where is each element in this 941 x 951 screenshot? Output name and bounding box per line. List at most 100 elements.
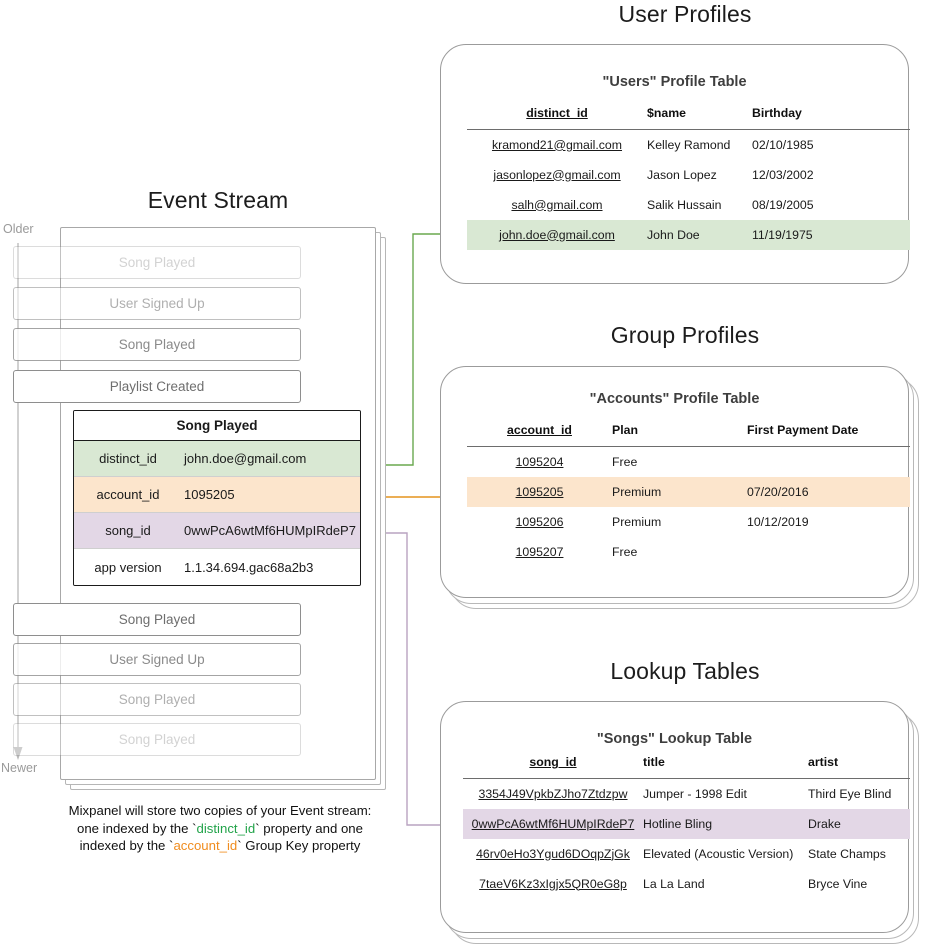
- songs-col-header-1: title: [643, 755, 808, 779]
- table-row-highlighted[interactable]: john.doe@gmail.com John Doe 11/19/1975: [467, 219, 910, 250]
- caption-distinct-id-token: distinct_id: [196, 820, 256, 836]
- event-label: User Signed Up: [109, 652, 205, 667]
- songs-cell-title: La La Land: [643, 876, 705, 891]
- users-cell-name: Salik Hussain: [647, 197, 722, 212]
- songs-cell-artist: Drake: [808, 808, 910, 839]
- accounts-cell-account-id: 1095206: [515, 514, 564, 529]
- accounts-cell-account-id: 1095207: [515, 544, 564, 559]
- users-cell-birthday: 08/19/2005: [752, 197, 814, 212]
- users-cell-birthday: 11/19/1975: [752, 219, 910, 250]
- lookup-tables-title: Lookup Tables: [610, 658, 760, 684]
- timeline-newer-label: Newer: [1, 761, 38, 775]
- table-row[interactable]: 46rv0eHo3Ygud6DOqpZjGk Elevated (Acousti…: [463, 839, 910, 869]
- event-property-row: account_id 1095205: [74, 477, 360, 513]
- songs-table: song_id title artist 3354J49VpkbZJho7Ztd…: [463, 755, 910, 899]
- table-row[interactable]: 1095207 Free: [467, 537, 910, 567]
- event-label: Song Played: [118, 612, 196, 627]
- accounts-cell-first-payment: [747, 447, 910, 477]
- accounts-cell-plan: Free: [612, 544, 638, 559]
- event-item[interactable]: Song Played: [13, 246, 301, 279]
- expanded-event-name: Song Played: [74, 411, 360, 441]
- songs-cell-song-id: 46rv0eHo3Ygud6DOqpZjGk: [476, 846, 630, 861]
- accounts-table: account_id Plan First Payment Date 10952…: [467, 423, 910, 567]
- songs-cell-title: Elevated (Acoustic Version): [643, 846, 794, 861]
- event-label: Song Played: [118, 692, 196, 707]
- accounts-cell-first-payment: 07/20/2016: [747, 476, 910, 507]
- group-profiles-title: Group Profiles: [610, 322, 760, 348]
- event-item[interactable]: Song Played: [13, 603, 301, 636]
- accounts-table-title: "Accounts" Profile Table: [589, 391, 760, 407]
- accounts-col-header-0: account_id: [467, 423, 612, 447]
- event-stream-title: Event Stream: [147, 187, 289, 213]
- accounts-cell-first-payment: 10/12/2019: [747, 514, 809, 529]
- event-item[interactable]: User Signed Up: [13, 287, 301, 320]
- table-header-row: song_id title artist: [463, 755, 910, 779]
- users-cell-distinct-id: john.doe@gmail.com: [467, 219, 647, 250]
- event-property-row: distinct_id john.doe@gmail.com: [74, 441, 360, 477]
- users-table-title: "Users" Profile Table: [602, 74, 747, 90]
- event-item[interactable]: User Signed Up: [13, 643, 301, 676]
- caption-text: Mixpanel will store two copies of your E…: [40, 802, 400, 855]
- event-item[interactable]: Playlist Created: [13, 370, 301, 403]
- users-cell-name: Jason Lopez: [647, 167, 717, 182]
- accounts-cell-plan: Premium: [612, 514, 662, 529]
- table-row[interactable]: kramond21@gmail.com Kelley Ramond 02/10/…: [467, 130, 910, 160]
- table-header-row: account_id Plan First Payment Date: [467, 423, 910, 447]
- event-property-row: app version 1.1.34.694.gac68a2b3: [74, 549, 360, 585]
- event-property-value: 1095205: [184, 487, 235, 502]
- songs-cell-artist: State Champs: [808, 846, 886, 861]
- caption-line3-pre: indexed by the `: [79, 838, 174, 853]
- users-cell-birthday: 12/03/2002: [752, 167, 814, 182]
- table-row-highlighted[interactable]: 0wwPcA6wtMf6HUMpIRdeP7 Hotline Bling Dra…: [463, 808, 910, 839]
- accounts-cell-plan: Free: [612, 454, 638, 469]
- songs-cell-title: Jumper - 1998 Edit: [643, 786, 747, 801]
- table-row[interactable]: jasonlopez@gmail.com Jason Lopez 12/03/2…: [467, 160, 910, 190]
- accounts-col-header-1: Plan: [612, 423, 747, 447]
- event-label: Song Played: [118, 255, 196, 270]
- songs-cell-title: Hotline Bling: [643, 808, 808, 839]
- users-col-header-0: distinct_id: [467, 106, 647, 130]
- accounts-cell-plan: Premium: [612, 476, 747, 507]
- table-row[interactable]: 3354J49VpkbZJho7Ztdzpw Jumper - 1998 Edi…: [463, 779, 910, 809]
- users-cell-name: Kelley Ramond: [647, 137, 731, 152]
- event-property-row: song_id 0wwPcA6wtMf6HUMpIRdeP7: [74, 513, 360, 549]
- event-item[interactable]: Song Played: [13, 723, 301, 756]
- event-property-key: song_id: [105, 523, 151, 538]
- caption-line1: Mixpanel will store two copies of your E…: [68, 803, 372, 818]
- users-cell-distinct-id: jasonlopez@gmail.com: [493, 167, 621, 182]
- event-item[interactable]: Song Played: [13, 683, 301, 716]
- table-row[interactable]: 1095204 Free: [467, 447, 910, 477]
- table-row-highlighted[interactable]: 1095205 Premium 07/20/2016: [467, 476, 910, 507]
- timeline-older-label: Older: [3, 222, 34, 236]
- accounts-cell-first-payment: [747, 537, 910, 567]
- users-col-header-2: Birthday: [752, 106, 910, 130]
- songs-cell-artist: Bryce Vine: [808, 876, 868, 891]
- songs-col-header-0: song_id: [463, 755, 643, 779]
- event-property-value: john.doe@gmail.com: [184, 451, 307, 466]
- table-row[interactable]: salh@gmail.com Salik Hussain 08/19/2005: [467, 190, 910, 220]
- users-table: distinct_id $name Birthday kramond21@gma…: [467, 106, 910, 250]
- caption-account-id-token: account_id: [173, 838, 238, 853]
- table-row[interactable]: 1095206 Premium 10/12/2019: [467, 507, 910, 537]
- user-profiles-title: User Profiles: [618, 1, 752, 27]
- accounts-col-header-2: First Payment Date: [747, 423, 910, 447]
- event-item[interactable]: Song Played: [13, 328, 301, 361]
- songs-cell-artist: Third Eye Blind: [808, 786, 892, 801]
- songs-cell-song-id: 0wwPcA6wtMf6HUMpIRdeP7: [463, 808, 643, 839]
- table-row[interactable]: 7taeV6Kz3xIgjx5QR0eG8p La La Land Bryce …: [463, 869, 910, 899]
- songs-cell-song-id: 3354J49VpkbZJho7Ztdzpw: [478, 786, 628, 801]
- event-property-value: 0wwPcA6wtMf6HUMpIRdeP7: [184, 523, 356, 538]
- songs-col-header-2: artist: [808, 755, 910, 779]
- accounts-cell-account-id: 1095204: [515, 454, 564, 469]
- table-header-row: distinct_id $name Birthday: [467, 106, 910, 130]
- users-cell-birthday: 02/10/1985: [752, 137, 814, 152]
- event-label: Playlist Created: [109, 379, 205, 394]
- users-cell-distinct-id: kramond21@gmail.com: [491, 137, 623, 152]
- event-label: Song Played: [118, 337, 196, 352]
- caption-line3-post: ` Group Key property: [237, 838, 361, 853]
- caption-line2-post: ` property and one: [255, 820, 363, 836]
- event-property-key: distinct_id: [99, 451, 157, 466]
- event-property-value: 1.1.34.694.gac68a2b3: [184, 559, 314, 575]
- expanded-event-card[interactable]: Song Played distinct_id john.doe@gmail.c…: [73, 410, 361, 586]
